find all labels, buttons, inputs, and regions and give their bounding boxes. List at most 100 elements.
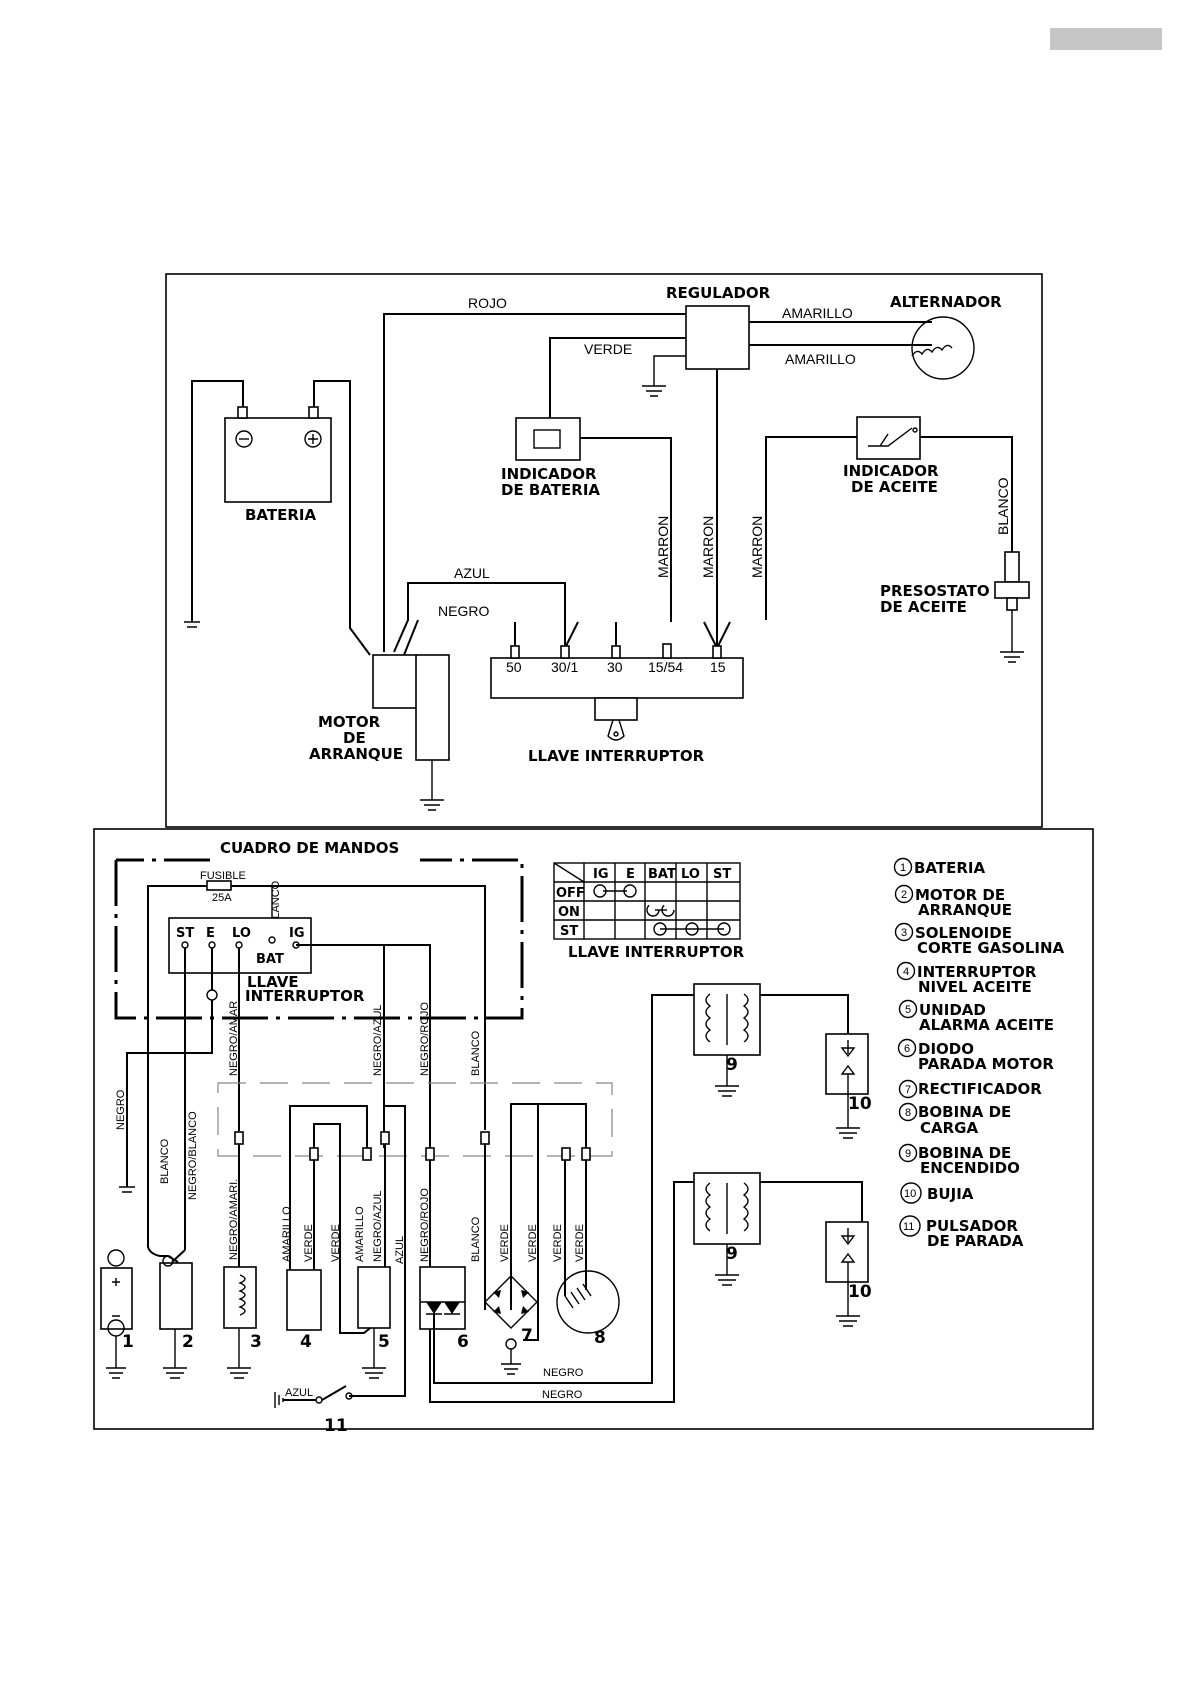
wire-label-rojo: ROJO — [468, 295, 507, 311]
wire-label-negro-amar: NEGRO/AMAR — [228, 1001, 240, 1076]
wire-label-verde-a: VERDE — [303, 1224, 315, 1262]
component-number-5: 5 — [378, 1332, 390, 1352]
legend-item-7: 7 RECTIFICADOR — [898, 1079, 1042, 1099]
wire-azul-fork — [564, 621, 579, 649]
component-number-1: 1 — [122, 1332, 134, 1352]
legend-num-1: 1 — [900, 862, 906, 874]
wire-label-negro-azul: NEGRO/AZUL — [372, 1004, 384, 1076]
top-panel: REGULADOR ALTERNADOR AMARILLO AMARILLO R… — [165, 273, 1043, 828]
wire-marron-3 — [765, 436, 857, 620]
page-corner-tab — [1050, 28, 1162, 50]
component-8-bobina-carga: 8 — [556, 1270, 620, 1348]
wire-verde — [549, 337, 686, 418]
legend-num-5: 5 — [905, 1004, 911, 1016]
wire-label-verde: VERDE — [584, 341, 632, 357]
legend-num-2: 2 — [901, 889, 907, 901]
legend-text-10a: BUJIA — [927, 1185, 974, 1203]
component-9-bobina-upper: 9 — [693, 983, 761, 1097]
bateria-label: BATERIA — [245, 506, 316, 524]
component-7-rectificador: 7 — [484, 1275, 538, 1375]
component-3-solenoide: 3 — [223, 1266, 262, 1379]
wire-label-negro-2: NEGRO — [542, 1389, 583, 1401]
motor-label-3: ARRANQUE — [309, 745, 403, 763]
legend-item-3: 3 SOLENOIDE CORTE GASOLINA — [894, 922, 1065, 957]
legend-num-11: 11 — [903, 1221, 914, 1233]
component-number-8: 8 — [594, 1328, 606, 1348]
terminal-lo: LO — [232, 926, 251, 941]
terminal-bat: BAT — [256, 952, 284, 967]
component-number-9-lower: 9 — [726, 1244, 738, 1264]
wire-ig — [296, 944, 431, 1148]
legend-text-1a: BATERIA — [914, 859, 985, 877]
wire-label-blanco-mid: BLANCO — [470, 1030, 482, 1076]
component-number-4: 4 — [300, 1332, 312, 1352]
component-2-motor: 2 — [159, 1255, 194, 1379]
legend-item-8: 8 BOBINA DE CARGA — [898, 1102, 1011, 1137]
wire-label-verde-c: VERDE — [499, 1224, 511, 1262]
wire-label-amarillo-2: AMARILLO — [785, 351, 856, 367]
component-10-bujia-upper: 10 — [825, 1033, 872, 1139]
connector-region — [217, 1082, 613, 1157]
component-10-bujia-lower: 10 — [825, 1221, 872, 1327]
wire-label-negro-blanco: NEGRO/BLANCO — [187, 1111, 199, 1200]
legend-num-8: 8 — [905, 1107, 911, 1119]
legend-text-9a: BOBINA DE — [918, 1144, 1011, 1162]
legend-text-11a: PULSADOR — [926, 1217, 1018, 1235]
component-number-10-lower: 10 — [848, 1282, 872, 1302]
legend-text-4b: NIVEL ACEITE — [918, 978, 1032, 996]
legend-item-2: 2 MOTOR DE ARRANQUE — [894, 884, 1012, 919]
fusible-rating: 25A — [212, 892, 232, 904]
top-panel-frame — [165, 273, 1043, 828]
wire-label-verde-e: VERDE — [552, 1224, 564, 1262]
ground-bateria — [184, 621, 200, 628]
bottom-panel: CUADRO DE MANDOS FUSIBLE 25A BLANCO ST E… — [93, 828, 1094, 1436]
legend: 1 BATERIA 2 MOTOR DE ARRANQUE 3 SOLENOID… — [893, 857, 1065, 1250]
legend-text-8a: BOBINA DE — [918, 1103, 1011, 1121]
component-4-interruptor: 4 — [286, 1269, 322, 1352]
wire-azul — [393, 582, 566, 653]
component-number-2: 2 — [182, 1332, 194, 1352]
component-6-diodo: 6 — [419, 994, 863, 1403]
legend-num-3: 3 — [901, 927, 907, 939]
legend-item-1: 1 BATERIA — [893, 857, 985, 877]
wire-label-blanco-b: BLANCO — [470, 1216, 482, 1262]
component-number-7: 7 — [521, 1326, 533, 1346]
table-row-st: ST — [560, 924, 578, 939]
wire-label-amarillo-1: AMARILLO — [782, 305, 853, 321]
wire-label-marron-2: MARRON — [700, 516, 716, 578]
legend-text-4a: INTERRUPTOR — [917, 963, 1037, 981]
component-number-10-upper: 10 — [848, 1094, 872, 1114]
wire-marron-2-fork — [703, 621, 731, 649]
legend-item-5: 5 UNIDAD ALARMA ACEITE — [898, 999, 1054, 1034]
llave-bottom-label-1: LLAVE — [247, 973, 299, 991]
ground-negro — [119, 1186, 135, 1193]
terminal-e: E — [206, 926, 215, 941]
indicador-aceite: INDICADOR DE ACEITE — [843, 416, 939, 496]
presostato-aceite: PRESOSTATO DE ACEITE — [880, 551, 1030, 663]
regulador: REGULADOR — [642, 284, 771, 397]
llave-bottom-label-2: INTERRUPTOR — [245, 987, 365, 1005]
legend-text-6a: DIODO — [918, 1040, 974, 1058]
legend-text-6b: PARADA MOTOR — [918, 1055, 1054, 1073]
table-row-on: ON — [558, 905, 580, 920]
wire-label-blanco: BLANCO — [995, 477, 1011, 535]
llave-label: LLAVE INTERRUPTOR — [528, 747, 705, 765]
terminal-st: ST — [176, 926, 194, 941]
component-number-3: 3 — [250, 1332, 262, 1352]
legend-text-9b: ENCENDIDO — [920, 1159, 1020, 1177]
legend-num-4: 4 — [903, 966, 909, 978]
indicador-bateria-label-1: INDICADOR — [501, 465, 597, 483]
wire-label-verde-d: VERDE — [527, 1224, 539, 1262]
wire-label-amarillo-a: AMARILLO — [281, 1206, 293, 1262]
legend-text-3a: SOLENOIDE — [915, 924, 1012, 942]
indicador-aceite-label-1: INDICADOR — [843, 462, 939, 480]
fusible-label: FUSIBLE — [200, 870, 246, 882]
switch-table: IG E BAT LO ST OFF ON ST LLAVE INTERRUPT… — [553, 862, 745, 961]
legend-text-11b: DE PARADA — [927, 1232, 1024, 1250]
wire-blanco — [920, 436, 1013, 552]
wire-label-azul: AZUL — [394, 1236, 406, 1264]
legend-text-7a: RECTIFICADOR — [918, 1080, 1042, 1098]
wire-label-marron-3: MARRON — [749, 516, 765, 578]
wire-label-negro-amari: NEGRO/AMARI. — [228, 1179, 240, 1260]
